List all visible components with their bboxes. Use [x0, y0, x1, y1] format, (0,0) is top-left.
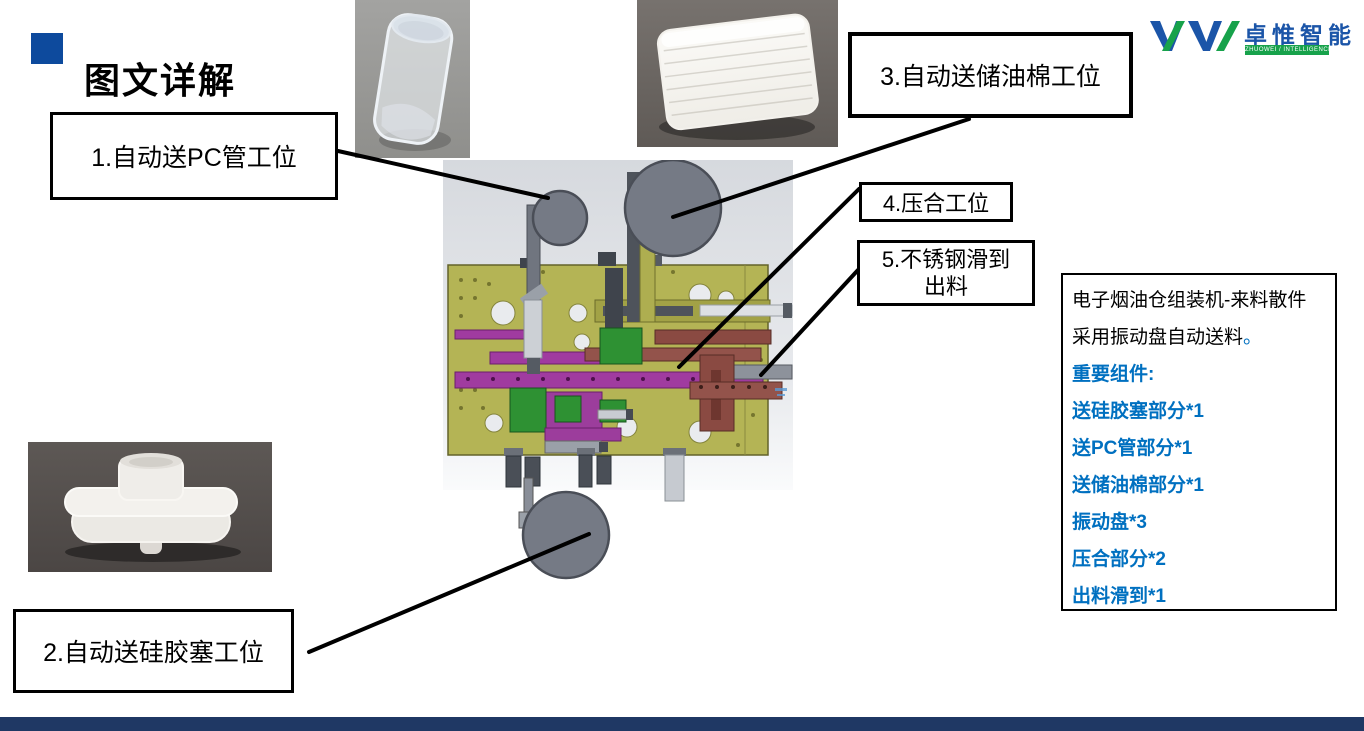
info-panel: 电子烟油仓组装机-来料散件 采用振动盘自动送料。 重要组件: 送硅胶塞部分*1 … — [1061, 273, 1337, 611]
callout-silicone-plug-station: 2.自动送硅胶塞工位 — [13, 609, 294, 693]
info-item: 送储油棉部分*1 — [1072, 475, 1204, 496]
logo-subtitle: ZHUOWEI / INTELLIGENCE — [1245, 45, 1333, 55]
callout-oil-cotton-station: 3.自动送储油棉工位 — [848, 32, 1133, 118]
info-item: 出料滑到*1 — [1072, 586, 1166, 607]
callout-label: 4.压合工位 — [882, 191, 990, 216]
oil-cotton-photo — [637, 0, 838, 147]
company-logo: 卓惟智能 ZHUOWEI / INTELLIGENCE — [1150, 8, 1362, 60]
title-accent-square — [31, 33, 63, 64]
page-title: 图文详解 — [84, 60, 237, 101]
info-line-description-1: 电子烟油仓组装机-来料散件 — [1072, 290, 1307, 311]
callout-label: 2.自动送硅胶塞工位 — [43, 639, 264, 667]
callout-slide-out-station: 5.不锈钢滑到 出料 — [857, 240, 1035, 306]
info-item: 振动盘*3 — [1072, 512, 1147, 533]
blue-period: 。 — [1243, 327, 1263, 348]
pc-tube-photo — [355, 0, 470, 158]
silicone-plug-photo — [28, 442, 272, 572]
info-item: 送PC管部分*1 — [1072, 438, 1193, 459]
callout-label: 3.自动送储油棉工位 — [880, 63, 1101, 91]
info-heading: 重要组件: — [1072, 364, 1155, 385]
logo-company-name: 卓惟智能 — [1244, 22, 1356, 48]
callout-label: 1.自动送PC管工位 — [91, 144, 297, 172]
info-item: 送硅胶塞部分*1 — [1072, 401, 1204, 422]
callout-pc-tube-station: 1.自动送PC管工位 — [50, 112, 338, 200]
slide-footer-bar — [0, 717, 1364, 731]
callout-press-fit-station: 4.压合工位 — [859, 182, 1013, 222]
callout-label-line1: 5.不锈钢滑到 — [881, 246, 1011, 272]
machine-cad-render — [443, 160, 793, 580]
info-line-description-2: 采用振动盘自动送料。 — [1072, 327, 1263, 348]
info-item: 压合部分*2 — [1072, 549, 1166, 570]
logo-mark-icon — [1150, 21, 1240, 51]
callout-label-line2: 出料 — [923, 274, 968, 299]
